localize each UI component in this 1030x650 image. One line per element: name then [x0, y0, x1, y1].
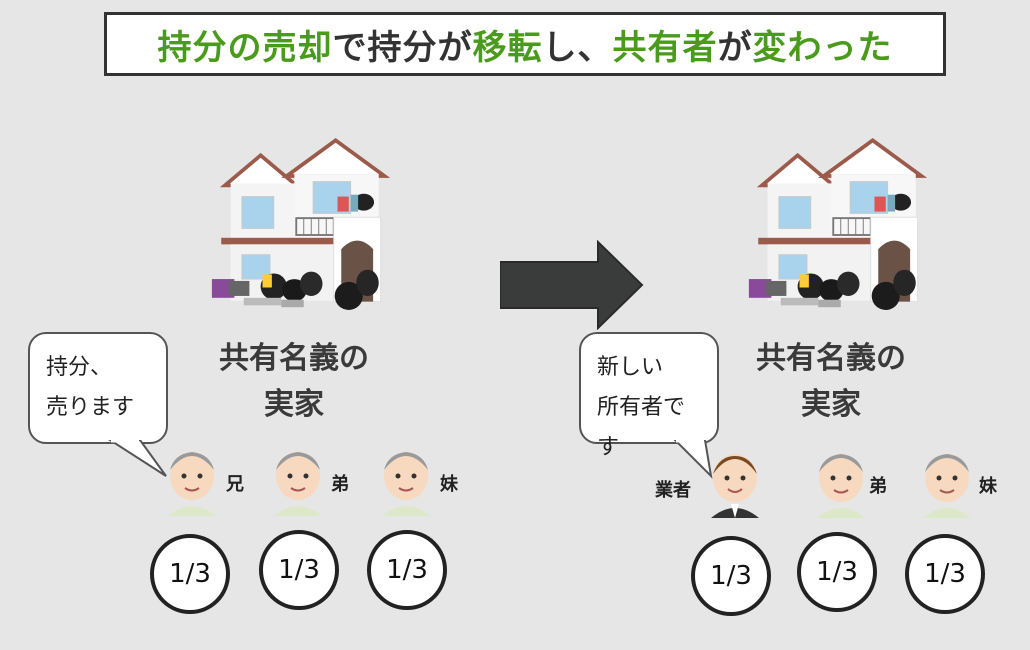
person-label: 弟 [869, 476, 887, 497]
speech-bubble: 新しい 所有者です [579, 332, 719, 460]
younger-sister-icon [381, 451, 431, 516]
title-segment: が [717, 27, 753, 68]
title-banner: 持分の売却 で持分が 移転 し、 共有者 が 変わった [104, 12, 946, 76]
bubble-tail [673, 440, 713, 479]
share-circle: 1/3 [150, 534, 230, 614]
younger-brother-icon [816, 453, 866, 518]
house-label-line1: 共有名義の [756, 341, 906, 376]
younger-brother-icon [273, 451, 323, 516]
share-circle: 1/3 [905, 534, 985, 614]
share-circle: 1/3 [367, 530, 447, 610]
after-scene: 共有名義の 実家 新しい 所有者です 業者 弟 妹 1/3 1/3 1/3 [515, 0, 1030, 650]
title-segment: で持分が [332, 27, 473, 68]
bubble-line2: 所有者です [597, 395, 686, 460]
share-circle: 1/3 [797, 532, 877, 612]
title-segment: 変わった [752, 27, 893, 68]
house-label: 共有名義の 実家 [721, 336, 941, 428]
bubble-line1: 新しい [597, 355, 664, 380]
right-arrow-icon [500, 240, 644, 330]
share-circle: 1/3 [691, 536, 771, 616]
share-circle: 1/3 [259, 530, 339, 610]
speech-bubble: 持分、 売ります [28, 332, 168, 444]
person-label: 妹 [440, 474, 458, 495]
person-label: 兄 [226, 474, 244, 495]
person-label: 業者 [655, 480, 691, 501]
house-label-line2: 実家 [801, 387, 861, 422]
business-person-icon [711, 454, 759, 518]
house-icon [210, 138, 387, 312]
elder-brother-icon [167, 451, 217, 516]
title-segment: し、 [542, 27, 613, 68]
house-label-line2: 実家 [264, 387, 324, 422]
person-label: 妹 [979, 476, 997, 497]
title-segment: 共有者 [612, 27, 718, 68]
house-label-line1: 共有名義の [219, 341, 369, 376]
house-label: 共有名義の 実家 [184, 336, 404, 428]
house-icon [747, 138, 924, 312]
younger-sister-icon [922, 453, 972, 518]
title-segment: 持分の売却 [157, 27, 333, 68]
title-segment: 移転 [472, 27, 543, 68]
bubble-line2: 売ります [46, 395, 135, 420]
person-label: 弟 [331, 474, 349, 495]
before-scene: 共有名義の 実家 持分、 売ります 兄 弟 妹 1/3 1/3 1/3 [28, 138, 458, 614]
bubble-tail [108, 440, 167, 477]
bubble-line1: 持分、 [46, 355, 113, 380]
